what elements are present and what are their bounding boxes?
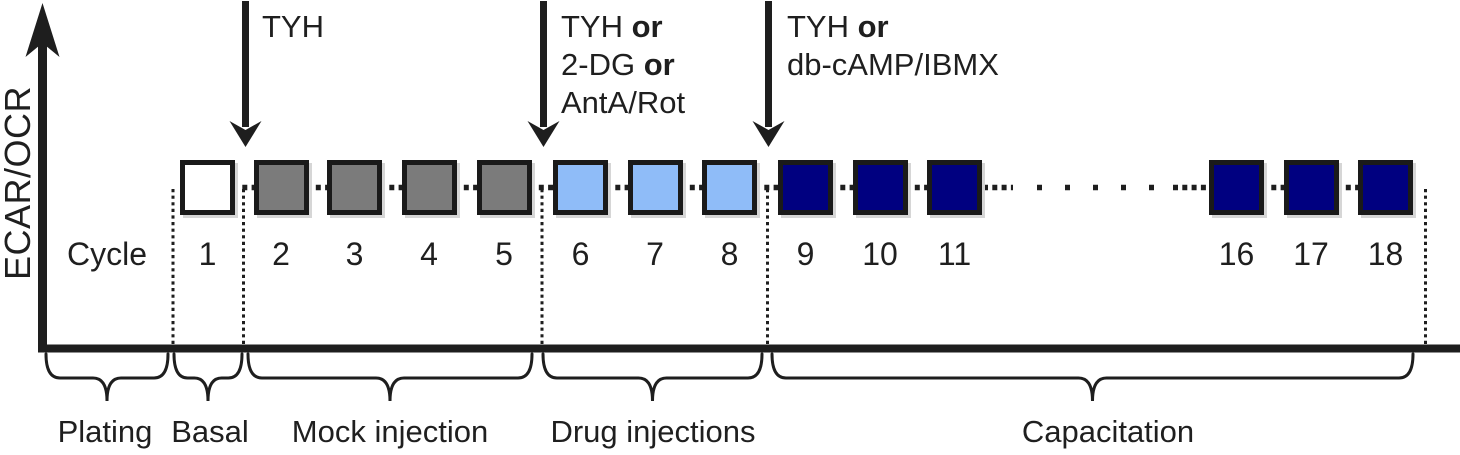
cycle-number-11: 11 [937, 236, 972, 272]
cycle-number-2: 2 [272, 236, 290, 272]
injection-arrowhead-icon-1 [229, 121, 262, 147]
y-axis-label: ECAR/OCR [0, 85, 38, 281]
phase-brace-drug-injections [541, 352, 764, 402]
cycle-row-label: Cycle [66, 236, 148, 272]
cycle-square-10 [852, 160, 908, 215]
phase-brace-mock-injection [246, 352, 534, 402]
cycle-square-4 [401, 160, 457, 215]
cycle-number-1: 1 [198, 236, 217, 272]
cycle-square-3 [327, 160, 382, 215]
cycle-number-16: 16 [1218, 236, 1255, 272]
cycle-number-10: 10 [862, 236, 898, 272]
injection-label-3-line-2: db-cAMP/IBMX [787, 47, 999, 82]
cycle-number-6: 6 [571, 236, 590, 272]
phase-brace-basal [172, 352, 244, 402]
cycle-square-17 [1283, 160, 1339, 215]
phase-label-drug-injections: Drug injections [550, 414, 756, 449]
injection-label-3-line-1: TYH or [787, 9, 889, 44]
phase-brace-plating [44, 352, 170, 402]
injection-label-2-line-2: 2-DG or [561, 47, 675, 82]
phase-label-capacitation: Capacitation [1021, 414, 1195, 449]
phase-label-plating: Plating [57, 414, 153, 449]
cycle-square-1 [180, 160, 235, 215]
injection-label-1-line-1: TYH [262, 9, 324, 44]
cycle-number-7: 7 [646, 236, 664, 272]
cycle-square-2 [253, 160, 309, 215]
cycle-number-5: 5 [495, 236, 513, 272]
phase-brace-capacitation [770, 352, 1415, 402]
phase-label-basal: Basal [171, 414, 249, 449]
injection-arrowhead-icon-3 [752, 121, 785, 147]
cycle-square-16 [1209, 160, 1264, 215]
injection-label-2-line-1: TYH or [561, 9, 663, 44]
injection-label-1: TYH [262, 8, 324, 46]
cycle-number-3: 3 [345, 236, 364, 272]
cycle-square-6 [553, 160, 608, 215]
y-axis-arrowhead-icon [25, 3, 60, 57]
phase-label-mock-injection: Mock injection [291, 414, 489, 449]
cycle-square-18 [1358, 160, 1413, 215]
cycle-square-5 [476, 160, 532, 215]
cycle-square-11 [927, 160, 982, 215]
injection-label-2-line-3: AntA/Rot [561, 85, 686, 120]
injection-arrowhead-icon-2 [527, 121, 560, 147]
cycle-number-17: 17 [1293, 236, 1329, 272]
cycle-number-8: 8 [720, 236, 739, 272]
cycle-square-9 [778, 160, 833, 215]
cycle-number-9: 9 [796, 236, 815, 272]
cycle-square-7 [627, 160, 683, 215]
cycle-number-4: 4 [420, 236, 438, 272]
cycle-square-8 [702, 160, 757, 215]
cycle-number-18: 18 [1367, 236, 1404, 272]
